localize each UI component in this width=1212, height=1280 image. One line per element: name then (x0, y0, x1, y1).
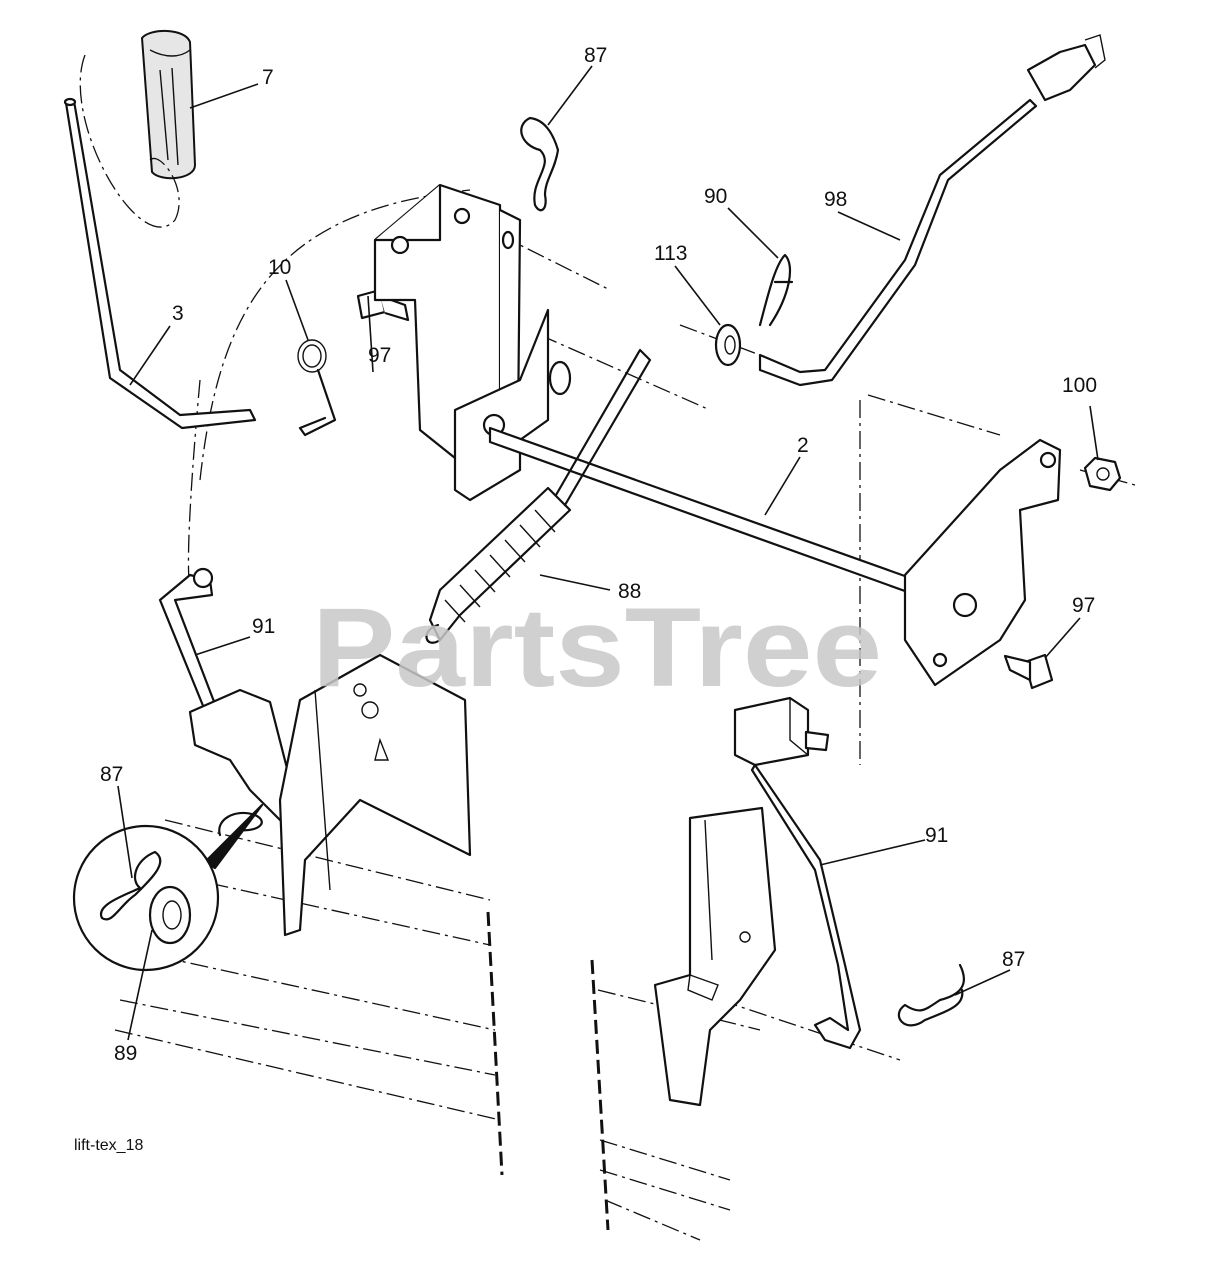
callout-97-right: 97 (1072, 594, 1095, 617)
callout-2: 2 (797, 434, 809, 457)
callout-91-left: 91 (252, 615, 275, 638)
part-washer (714, 323, 742, 367)
callout-7: 7 (262, 66, 274, 89)
part-bolt-right (1003, 653, 1054, 690)
callout-3: 3 (172, 302, 184, 325)
part-extension-spring (425, 348, 652, 644)
part-torsion-spring (297, 339, 337, 437)
callout-87-right: 87 (1002, 948, 1025, 971)
part-nut (1083, 456, 1122, 492)
callout-leaders (117, 65, 1099, 1041)
callout-labels: 7 87 90 98 113 10 3 97 100 2 88 91 97 87… (100, 44, 1097, 1065)
diagram-caption: lift-tex_18 (74, 1137, 143, 1154)
part-link-right (733, 696, 862, 1050)
watermark: PartsTree (312, 585, 882, 710)
part-lift-lever (63, 97, 257, 430)
callout-91-right: 91 (925, 824, 948, 847)
callout-89: 89 (114, 1042, 137, 1065)
part-cotter-pin (758, 253, 794, 327)
part-deck-hanger-right (653, 806, 777, 1107)
callout-113: 113 (654, 242, 687, 265)
part-handle-grip (79, 30, 196, 228)
part-main-bracket (373, 183, 572, 502)
part-right-bracket (903, 438, 1062, 687)
part-adjust-rod (758, 34, 1106, 387)
callout-88: 88 (618, 580, 641, 603)
callout-97-upper: 97 (368, 344, 391, 367)
part-deck-hanger-left (278, 653, 472, 937)
callout-90: 90 (704, 185, 727, 208)
callout-98: 98 (824, 188, 847, 211)
part-clip-top (520, 116, 560, 212)
part-clip-bottom-right (897, 963, 966, 1027)
callout-87-top: 87 (584, 44, 607, 67)
callout-10: 10 (268, 256, 291, 279)
detail-magnifier (72, 803, 264, 972)
callout-100: 100 (1062, 374, 1097, 397)
callout-87-left: 87 (100, 763, 123, 786)
